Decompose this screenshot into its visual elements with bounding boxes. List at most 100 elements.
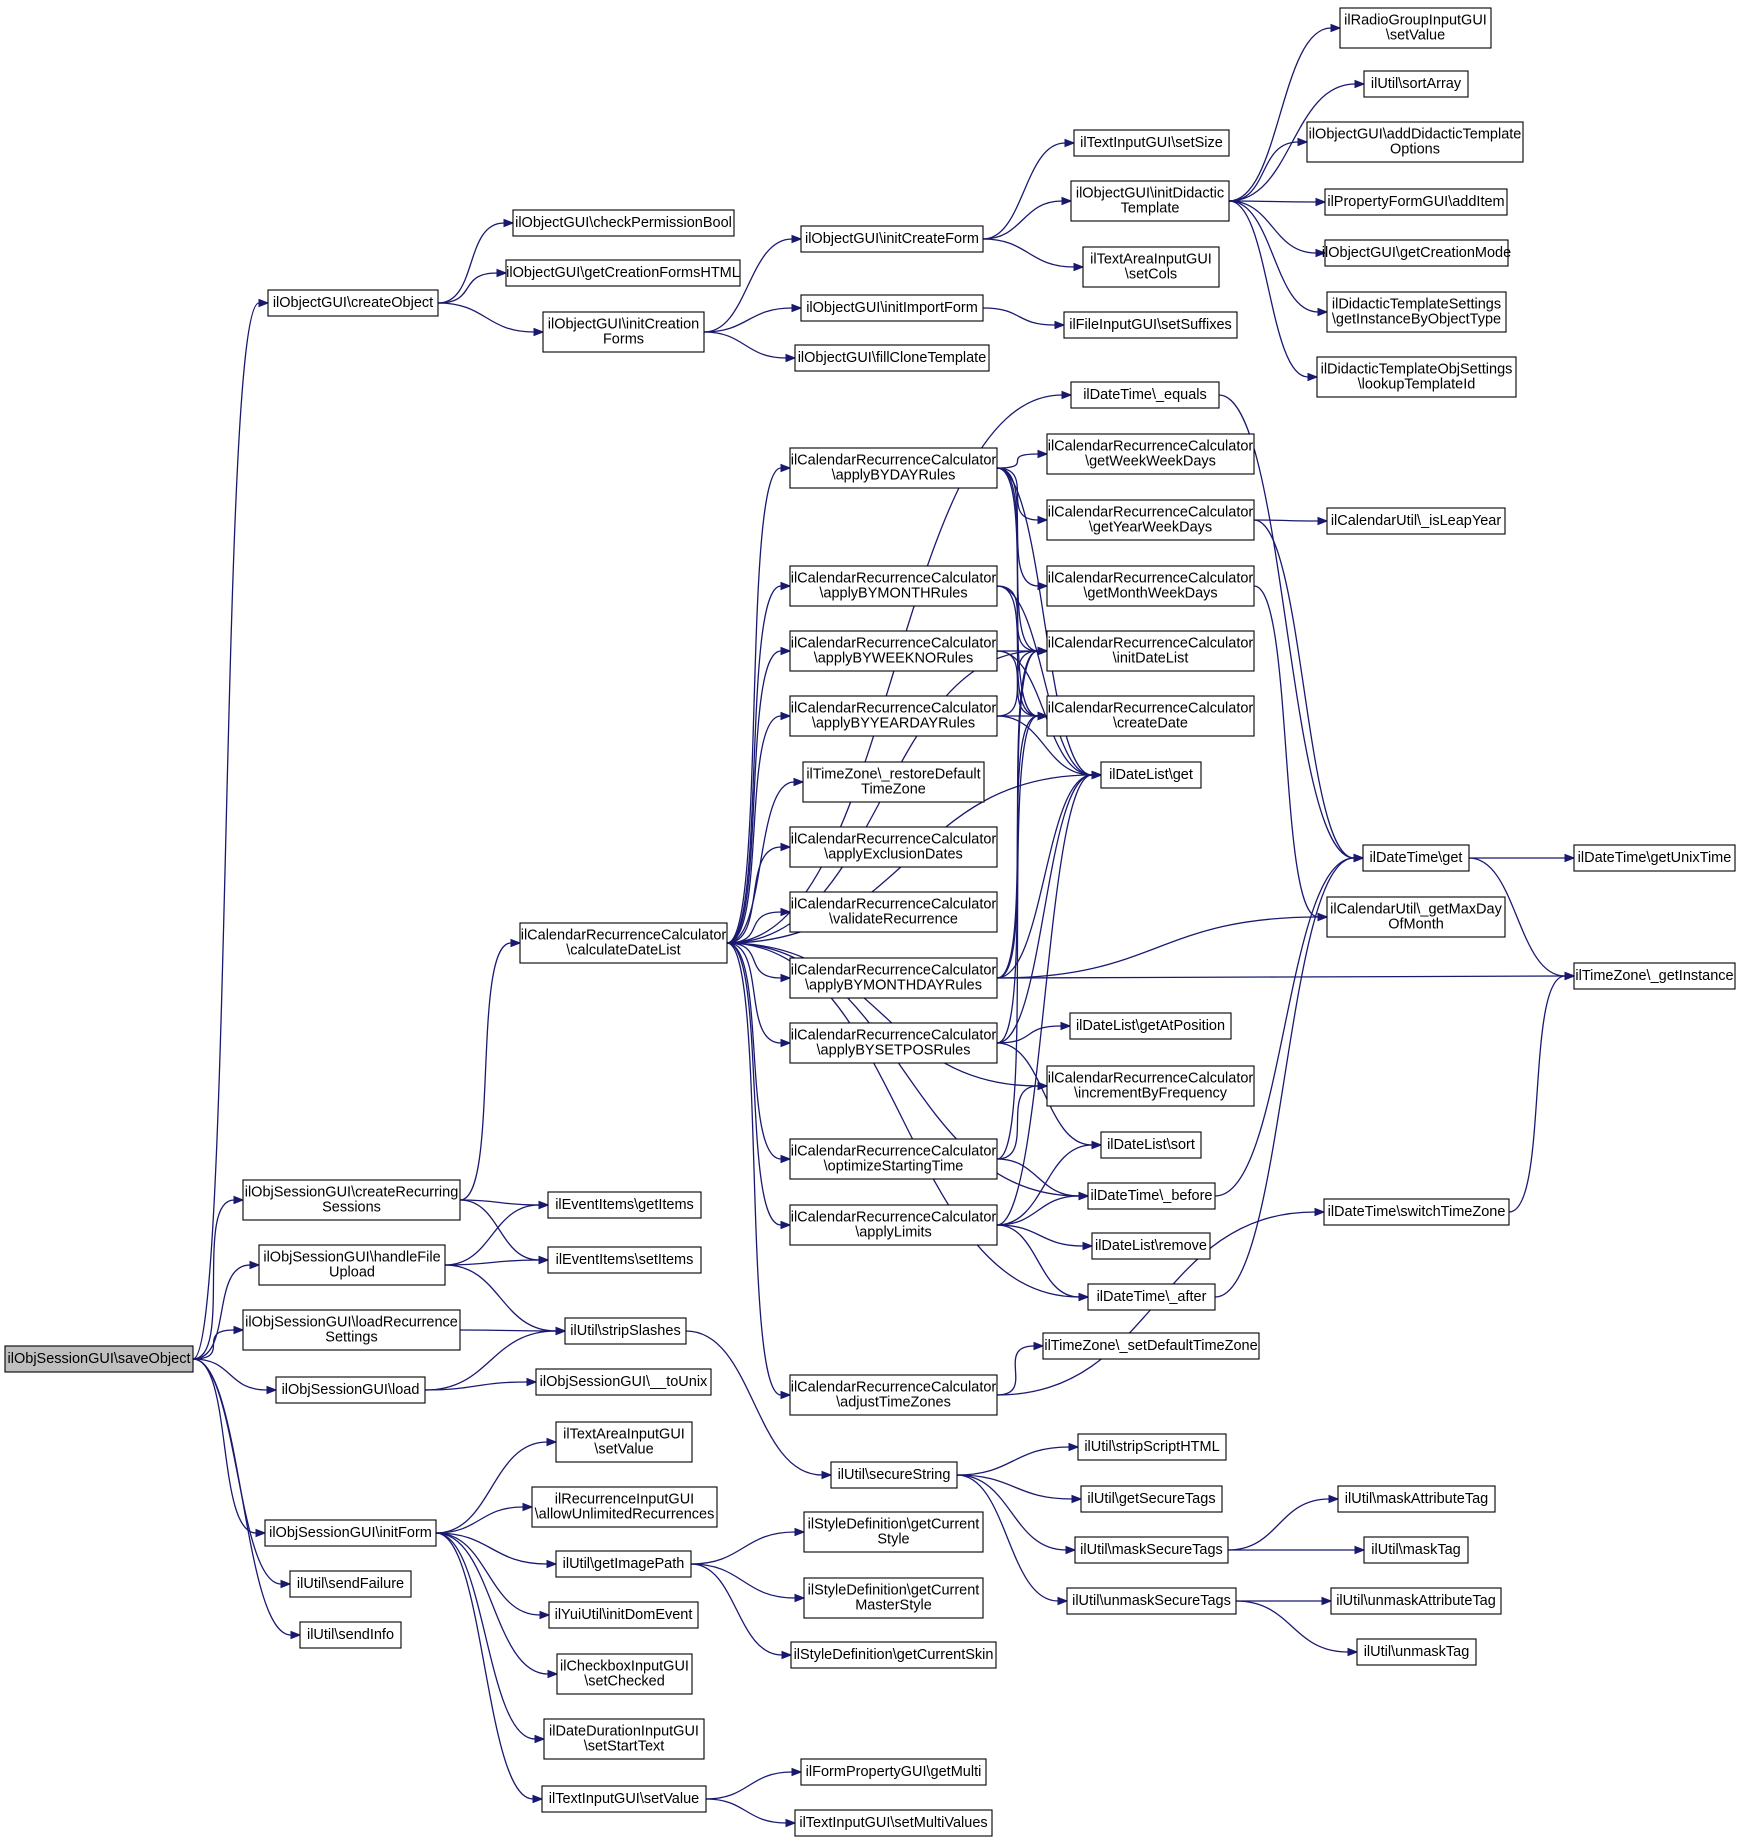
node-sendInfo[interactable]: ilUtil\sendInfo — [299, 1621, 402, 1649]
node-stripSlashes[interactable]: ilUtil\stripSlashes — [564, 1317, 687, 1345]
node-getCurrentSkin[interactable]: ilStyleDefinition\getCurrentSkin — [790, 1641, 997, 1669]
node-box — [789, 891, 998, 933]
node-addItem[interactable]: ilPropertyFormGUI\addItem — [1324, 188, 1508, 216]
node-radioSetValue[interactable]: ilRadioGroupInputGUI\setValue — [1339, 7, 1492, 49]
node-setCols[interactable]: ilTextAreaInputGUI\setCols — [1082, 246, 1220, 288]
node-checkPermissionBool[interactable]: ilObjectGUI\checkPermissionBool — [512, 209, 735, 237]
node-unmaskAttributeTag[interactable]: ilUtil\unmaskAttributeTag — [1330, 1587, 1502, 1615]
node-dtAfter[interactable]: ilDateTime\_after — [1087, 1283, 1216, 1311]
node-setStartText[interactable]: ilDateDurationInputGUI\setStartText — [543, 1718, 705, 1760]
node-dateListSort[interactable]: ilDateList\sort — [1100, 1131, 1202, 1159]
node-initImportForm[interactable]: ilObjectGUI\initImportForm — [800, 294, 984, 322]
node-getUnixTime[interactable]: ilDateTime\getUnixTime — [1573, 844, 1736, 872]
node-box — [803, 1577, 984, 1619]
node-sendFailure[interactable]: ilUtil\sendFailure — [289, 1570, 412, 1598]
node-applyBYYEARDAY[interactable]: ilCalendarRecurrenceCalculator\applyBYYE… — [789, 695, 998, 737]
node-label: ilUtil\getImagePath — [563, 1556, 685, 1572]
node-stripScriptHTML[interactable]: ilUtil\stripScriptHTML — [1077, 1433, 1227, 1461]
node-lookupTemplateId[interactable]: ilDidacticTemplateObjSettings\lookupTemp… — [1316, 356, 1517, 398]
node-applyBYSETPOS[interactable]: ilCalendarRecurrenceCalculator\applyBYSE… — [789, 1022, 998, 1064]
node-maskTag[interactable]: ilUtil\maskTag — [1363, 1536, 1469, 1564]
node-root[interactable]: ilObjSessionGUI\saveObject — [4, 1345, 194, 1373]
node-createObject[interactable]: ilObjectGUI\createObject — [267, 289, 439, 317]
edge-arrowhead — [233, 1195, 245, 1205]
node-applyBYDAY[interactable]: ilCalendarRecurrenceCalculator\applyBYDA… — [789, 447, 998, 489]
node-box — [1077, 1433, 1227, 1461]
node-maskSecureTags[interactable]: ilUtil\maskSecureTags — [1074, 1536, 1229, 1564]
node-dateListRemove[interactable]: ilDateList\remove — [1091, 1232, 1211, 1260]
node-textAreaSetValue[interactable]: ilTextAreaInputGUI\setValue — [555, 1421, 693, 1463]
node-secureString[interactable]: ilUtil\secureString — [830, 1461, 958, 1489]
edge-arrowhead — [1037, 449, 1049, 459]
node-calculateDateList[interactable]: ilCalendarRecurrenceCalculator\calculate… — [519, 922, 728, 964]
node-createDate[interactable]: ilCalendarRecurrenceCalculator\createDat… — [1046, 695, 1255, 737]
node-unmaskTag[interactable]: ilUtil\unmaskTag — [1356, 1638, 1477, 1666]
node-getMulti[interactable]: ilFormPropertyGUI\getMulti — [800, 1758, 987, 1786]
node-eventSetItems[interactable]: ilEventItems\setItems — [547, 1246, 702, 1274]
node-dtBefore[interactable]: ilDateTime\_before — [1087, 1182, 1216, 1210]
node-getInstanceByObjectType[interactable]: ilDidacticTemplateSettings\getInstanceBy… — [1326, 291, 1507, 333]
node-applyBYMONTH[interactable]: ilCalendarRecurrenceCalculator\applyBYMO… — [789, 565, 998, 607]
node-incrementByFreq[interactable]: ilCalendarRecurrenceCalculator\increment… — [1046, 1065, 1255, 1107]
node-box — [1573, 962, 1736, 990]
node-label: ilCalendarRecurrenceCalculator — [791, 963, 997, 979]
node-getCreationMode[interactable]: ilObjectGUI\getCreationMode — [1322, 239, 1511, 267]
node-setDefaultTZ[interactable]: ilTimeZone\_setDefaultTimeZone — [1042, 1332, 1260, 1360]
edge-arrowhead — [255, 1528, 267, 1538]
node-adjustTimeZones[interactable]: ilCalendarRecurrenceCalculator\adjustTim… — [789, 1374, 998, 1416]
node-initCreateForm[interactable]: ilObjectGUI\initCreateForm — [800, 225, 984, 253]
edge-arrowhead — [1354, 1545, 1366, 1555]
node-applyBYWEEKNO[interactable]: ilCalendarRecurrenceCalculator\applyBYWE… — [789, 630, 998, 672]
node-box — [1316, 356, 1517, 398]
edge-calculateDateList-to-applyBYMONTH — [726, 585, 782, 944]
node-getCreationFormsHTML[interactable]: ilObjectGUI\getCreationFormsHTML — [505, 259, 741, 287]
node-eventGetItems[interactable]: ilEventItems\getItems — [547, 1191, 702, 1219]
node-dateListGet[interactable]: ilDateList\get — [1100, 761, 1202, 789]
node-toUnix[interactable]: ilObjSessionGUI\__toUnix — [535, 1368, 712, 1396]
node-allowUnlimited[interactable]: ilRecurrenceInputGUI\allowUnlimitedRecur… — [531, 1486, 718, 1528]
node-checkboxSetChecked[interactable]: ilCheckboxInputGUI\setChecked — [556, 1653, 693, 1695]
node-setSuffixes[interactable]: ilFileInputGUI\setSuffixes — [1063, 311, 1238, 339]
node-getWeekWeekDays[interactable]: ilCalendarRecurrenceCalculator\getWeekWe… — [1046, 433, 1255, 475]
node-setSize[interactable]: ilTextInputGUI\setSize — [1073, 129, 1230, 157]
node-optimizeStarting[interactable]: ilCalendarRecurrenceCalculator\optimizeS… — [789, 1138, 998, 1180]
node-tzGetInstance[interactable]: ilTimeZone\_getInstance — [1573, 962, 1736, 990]
node-getSecureTags[interactable]: ilUtil\getSecureTags — [1080, 1485, 1223, 1513]
node-isLeapYear[interactable]: ilCalendarUtil\_isLeapYear — [1326, 507, 1506, 535]
node-maskAttributeTag[interactable]: ilUtil\maskAttributeTag — [1337, 1485, 1496, 1513]
node-label: ilCalendarRecurrenceCalculator — [791, 1144, 997, 1160]
node-getImagePath[interactable]: ilUtil\getImagePath — [555, 1550, 692, 1578]
node-unmaskSecureTags[interactable]: ilUtil\unmaskSecureTags — [1066, 1587, 1237, 1615]
node-getMonthWeekDays[interactable]: ilCalendarRecurrenceCalculator\getMonthW… — [1046, 565, 1255, 607]
node-getAtPosition[interactable]: ilDateList\getAtPosition — [1069, 1012, 1232, 1040]
node-getYearWeekDays[interactable]: ilCalendarRecurrenceCalculator\getYearWe… — [1046, 499, 1255, 541]
node-sortArray[interactable]: ilUtil\sortArray — [1363, 70, 1469, 98]
node-applyLimits[interactable]: ilCalendarRecurrenceCalculator\applyLimi… — [789, 1204, 998, 1246]
node-label: ilYuiUtil\initDomEvent — [555, 1607, 693, 1623]
node-initDomEvent[interactable]: ilYuiUtil\initDomEvent — [548, 1601, 699, 1629]
node-fillCloneTemplate[interactable]: ilObjectGUI\fillCloneTemplate — [794, 344, 990, 372]
node-initForm[interactable]: ilObjSessionGUI\initForm — [264, 1519, 437, 1547]
node-setMultiValues[interactable]: ilTextInputGUI\setMultiValues — [794, 1809, 993, 1837]
edge-arrowhead — [1314, 1207, 1326, 1217]
node-load[interactable]: ilObjSessionGUI\load — [275, 1376, 426, 1404]
node-initDateList[interactable]: ilCalendarRecurrenceCalculator\initDateL… — [1046, 630, 1255, 672]
node-dtEquals[interactable]: ilDateTime\_equals — [1070, 381, 1220, 409]
node-dtGet[interactable]: ilDateTime\get — [1362, 844, 1470, 872]
node-applyBYMONTHDAY[interactable]: ilCalendarRecurrenceCalculator\applyBYMO… — [789, 957, 998, 999]
node-switchTimeZone[interactable]: ilDateTime\switchTimeZone — [1323, 1198, 1510, 1226]
node-validateRecurrence[interactable]: ilCalendarRecurrenceCalculator\validateR… — [789, 891, 998, 933]
node-applyExclusion[interactable]: ilCalendarRecurrenceCalculator\applyExcl… — [789, 826, 998, 868]
node-label: ilUtil\stripSlashes — [570, 1323, 680, 1339]
node-textInputSetValue[interactable]: ilTextInputGUI\setValue — [541, 1785, 707, 1813]
